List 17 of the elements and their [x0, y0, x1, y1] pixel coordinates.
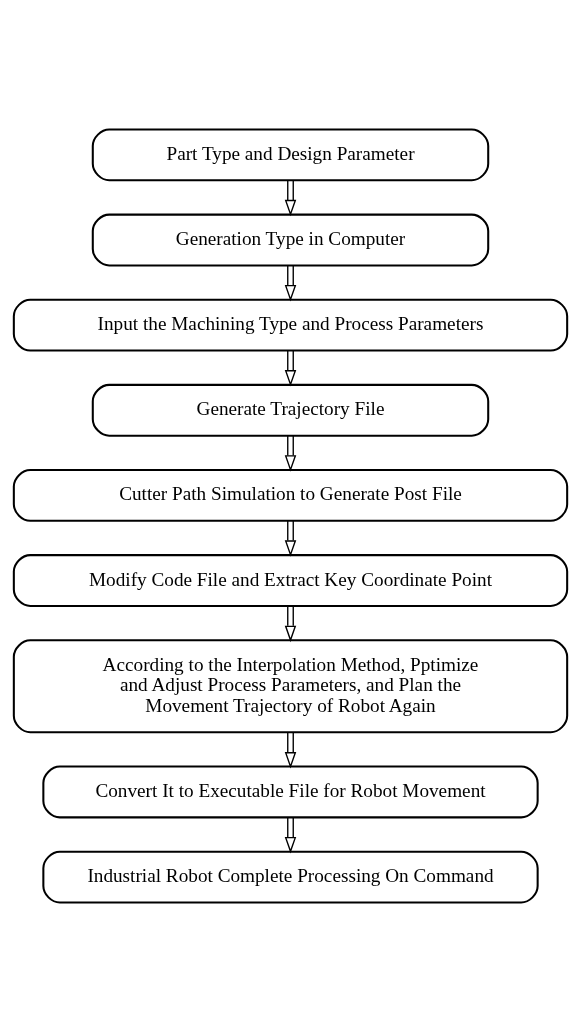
node-box: According to the Interpolation Method, Pptimize and Adjust Process Parameters, and Plan the Movement Trajectory of Robot Again	[12, 639, 569, 734]
node-box: Generate Trajectory File	[91, 383, 490, 437]
node-box: Modify Code File and Extract Key Coordinate Point	[12, 554, 569, 607]
arrow	[284, 520, 297, 557]
node-box: Industrial Robot Complete Processing On Command	[42, 850, 539, 904]
node-box: Generation Type in Computer	[91, 213, 490, 267]
arrow	[284, 605, 297, 643]
arrow	[284, 816, 297, 854]
arrow	[284, 731, 297, 769]
node-box: Part Type and Design Parameter	[91, 128, 490, 182]
arrow	[284, 350, 297, 387]
arrow	[284, 265, 297, 302]
arrow	[284, 179, 297, 217]
arrow	[284, 435, 297, 472]
node-box: Input the Machining Type and Process Parameters	[12, 298, 569, 352]
node-box: Convert It to Executable File for Robot Movement	[42, 765, 539, 819]
node-box: Cutter Path Simulation to Generate Post File	[12, 468, 569, 522]
